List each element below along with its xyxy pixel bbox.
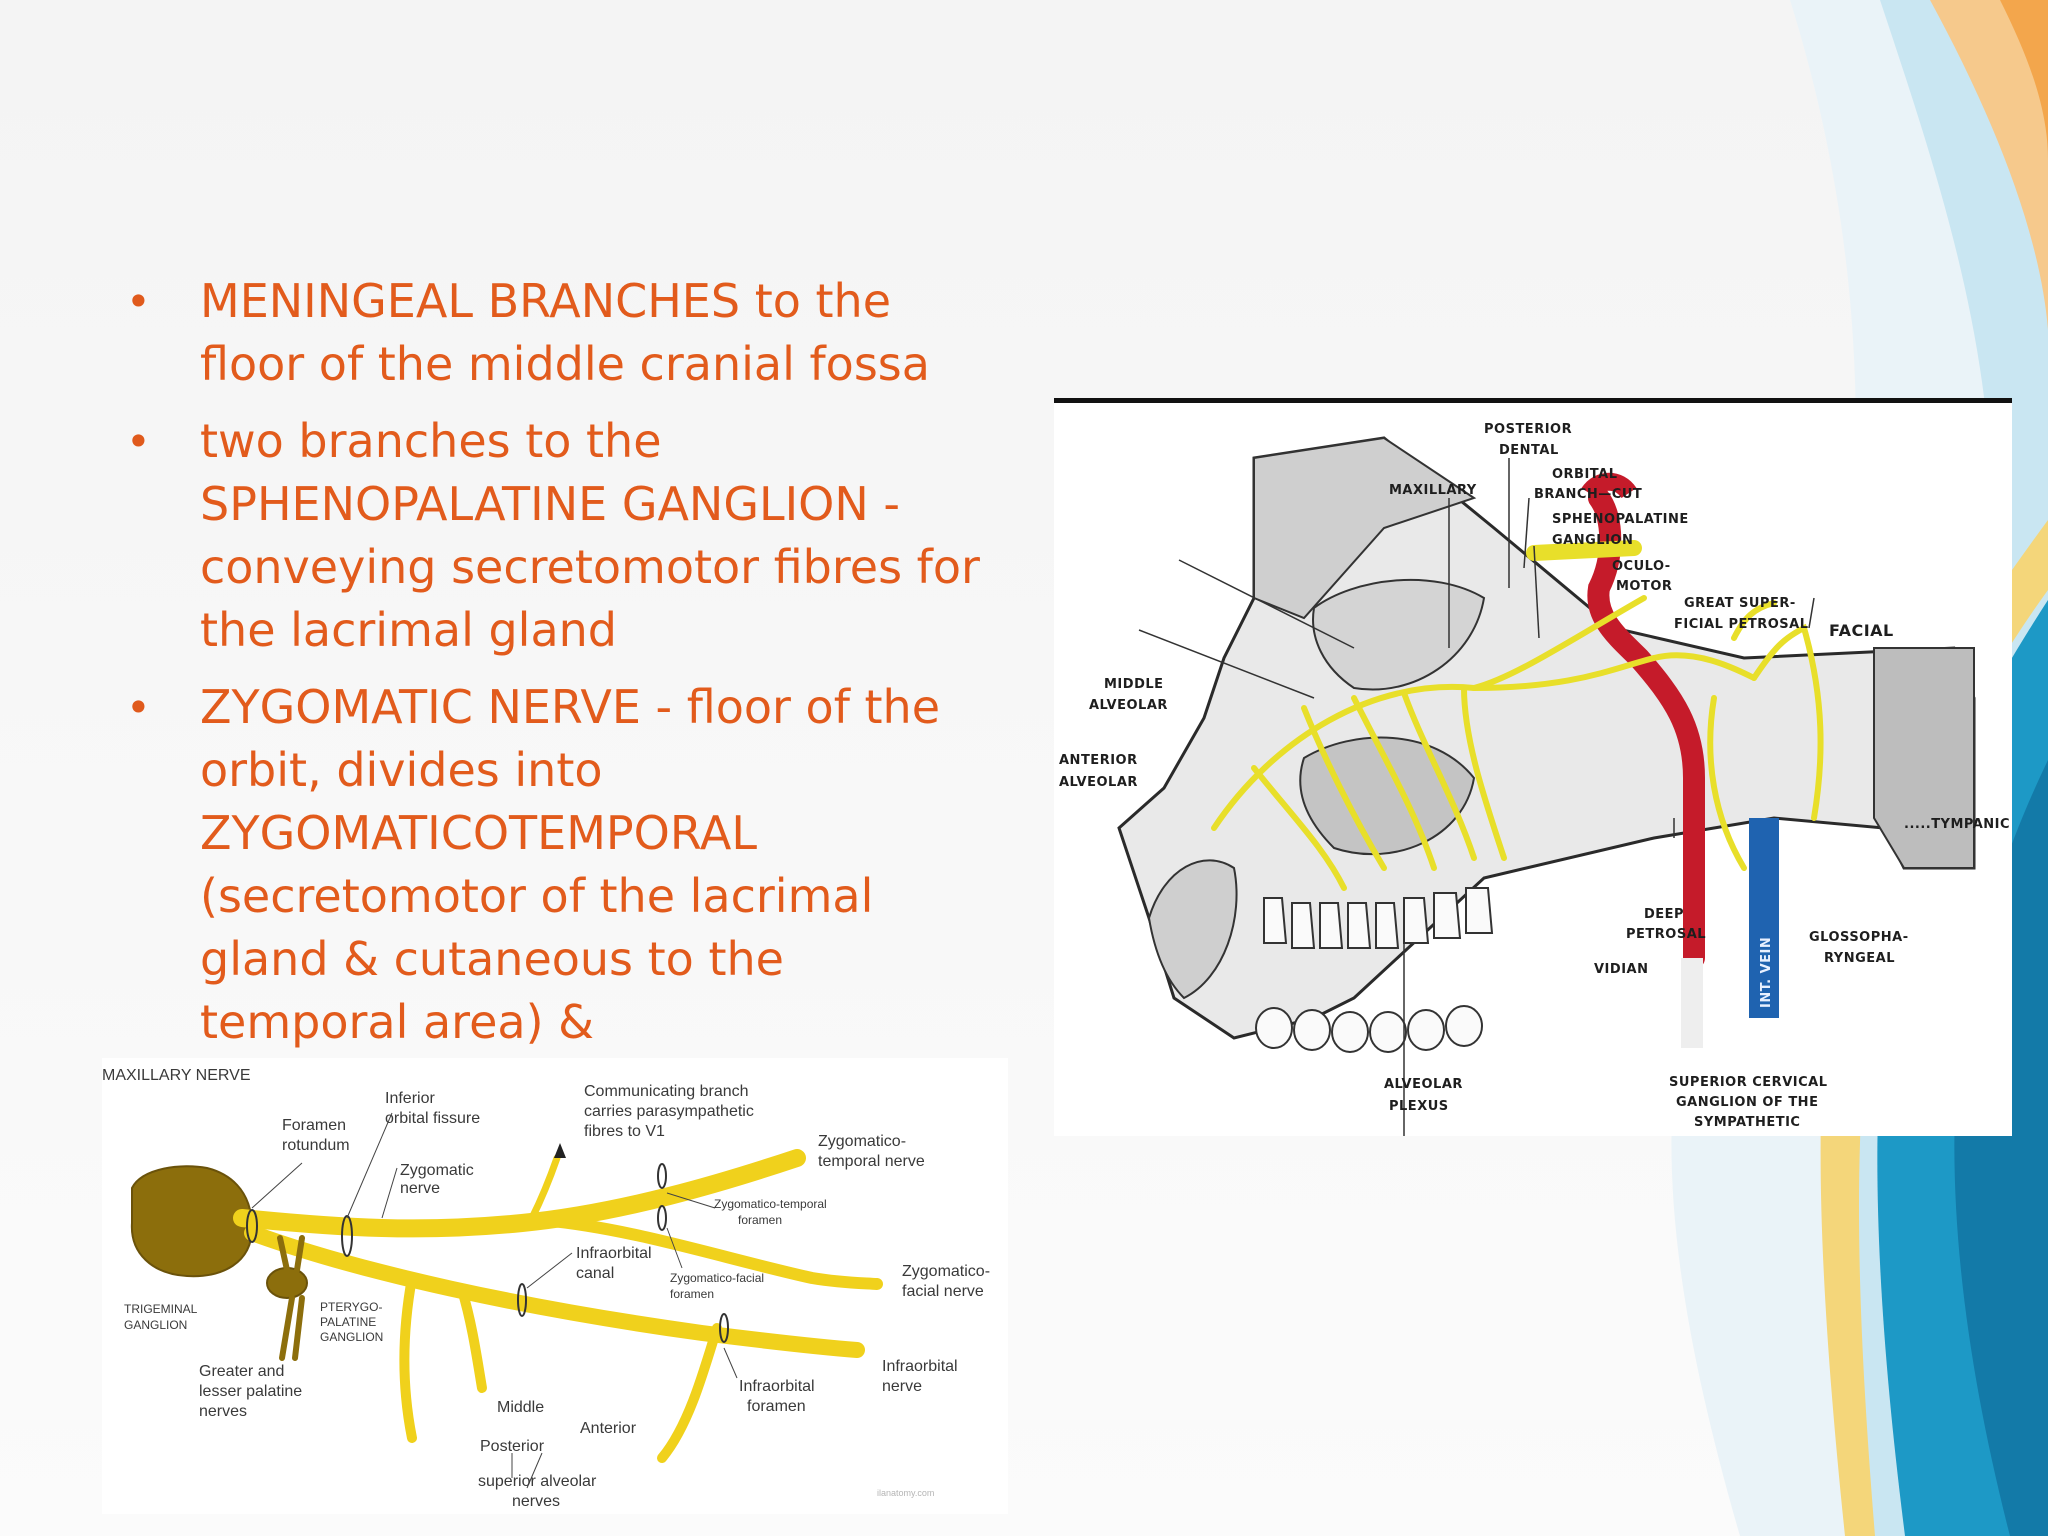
label-anterior-alveolar-2: ALVEOLAR xyxy=(1059,775,1138,790)
bullet-dot: • xyxy=(126,417,151,466)
label-tympanic: .....TYMPANIC xyxy=(1904,817,2010,832)
bullet-text: MENINGEAL BRANCHES to the floor of the m… xyxy=(200,274,930,391)
bullet-dot: • xyxy=(126,277,151,326)
label-zygomatic-nerve-1: Zygomatic xyxy=(400,1162,474,1179)
label-maxillary: MAXILLARY xyxy=(1389,483,1477,498)
teeth xyxy=(1255,887,1494,1053)
label-pterygo-1: PTERYGO- xyxy=(320,1300,382,1314)
bullet-dot: • xyxy=(126,683,151,732)
label-infraorbital-canal-1: Infraorbital xyxy=(576,1245,652,1262)
label-foramen-rotundum-2: rotundum xyxy=(282,1137,350,1154)
label-anterior-alveolar-1: ANTERIOR xyxy=(1059,753,1138,768)
label-superior-cervical-3: SYMPATHETIC xyxy=(1694,1115,1800,1130)
label-infraorbital-foramen-1: Infraorbital xyxy=(739,1378,815,1395)
bullet-item: • ZYGOMATIC NERVE - floor of the orbit, … xyxy=(118,676,998,1054)
maxillary-nerve-schematic: MAXILLARY NERVE Foramen rotundum Inferio… xyxy=(102,1058,1008,1514)
label-foramen-rotundum-1: Foramen xyxy=(282,1117,346,1134)
label-palatine-1: Greater and xyxy=(199,1363,284,1380)
label-anterior: Anterior xyxy=(580,1420,637,1437)
label-sphenopalatine-1: SPHENOPALATINE xyxy=(1552,512,1689,527)
label-deep-petrosal-2: PETROSAL xyxy=(1626,927,1706,942)
label-int-vein: INT. VEIN xyxy=(1759,937,1774,1008)
label-posterior-dental-2: DENTAL xyxy=(1499,443,1559,458)
label-vidian: VIDIAN xyxy=(1594,962,1648,977)
diagram-title: MAXILLARY NERVE xyxy=(102,1067,251,1084)
label-alveolar-plexus-2: PLEXUS xyxy=(1389,1099,1449,1114)
label-inferior-orbital-2: orbital fissure xyxy=(385,1110,480,1127)
label-superior-alveolar-1: superior alveolar xyxy=(478,1473,597,1490)
label-pterygo-2: PALATINE xyxy=(320,1315,376,1329)
skull-nerve-diagram: POSTERIOR DENTAL MAXILLARY ORBITAL BRANC… xyxy=(1054,398,2012,1138)
label-orbital-branch-2: BRANCH—CUT xyxy=(1534,487,1642,502)
label-posterior-dental-1: POSTERIOR xyxy=(1484,422,1572,437)
bullet-item: • MENINGEAL BRANCHES to the floor of the… xyxy=(118,270,998,396)
bullet-item: • two branches to the SPHENOPALATINE GAN… xyxy=(118,410,998,662)
nerve-paths xyxy=(233,1149,883,1463)
label-palatine-3: nerves xyxy=(199,1403,247,1420)
bullet-text: two branches to the SPHENOPALATINE GANGL… xyxy=(200,414,980,657)
label-superior-cervical-1: SUPERIOR CERVICAL xyxy=(1669,1075,1827,1090)
label-middle-alveolar-1: MIDDLE xyxy=(1104,677,1164,692)
label-superior-alveolar-2: nerves xyxy=(512,1493,560,1510)
label-middle-alveolar-2: ALVEOLAR xyxy=(1089,698,1168,713)
skull-outline xyxy=(1117,436,1976,1040)
label-posterior: Posterior xyxy=(480,1438,545,1455)
label-glossopharyngeal-1: GLOSSOPHA- xyxy=(1809,930,1909,945)
label-trigeminal-1: TRIGEMINAL xyxy=(124,1302,198,1316)
label-zf-foramen-2: foramen xyxy=(670,1287,714,1301)
label-zt-nerve-1: Zygomatico- xyxy=(818,1133,906,1150)
label-facial: FACIAL xyxy=(1829,621,1894,640)
skull-nerve-illustration: POSTERIOR DENTAL MAXILLARY ORBITAL BRANC… xyxy=(1054,398,2012,1138)
label-zf-foramen-1: Zygomatico-facial xyxy=(670,1271,764,1285)
label-deep-petrosal-1: DEEP xyxy=(1644,907,1684,922)
label-alveolar-plexus-1: ALVEOLAR xyxy=(1384,1077,1463,1092)
label-glossopharyngeal-2: RYNGEAL xyxy=(1824,951,1895,966)
label-middle: Middle xyxy=(497,1399,544,1416)
label-infraorbital-canal-2: canal xyxy=(576,1265,614,1282)
label-zt-nerve-2: temporal nerve xyxy=(818,1153,925,1170)
label-inferior-orbital-1: Inferior xyxy=(385,1090,435,1107)
label-zt-foramen-1: Zygomatico-temporal xyxy=(714,1197,827,1211)
label-zt-foramen-2: foramen xyxy=(738,1213,782,1227)
label-pterygo-3: GANGLION xyxy=(320,1330,383,1344)
label-infraorbital-nerve-1: Infraorbital xyxy=(882,1358,958,1375)
label-communicating-1: Communicating branch xyxy=(584,1083,749,1100)
label-superior-cervical-2: GANGLION OF THE xyxy=(1676,1095,1818,1110)
label-zf-nerve-1: Zygomatico- xyxy=(902,1263,990,1280)
label-oculomotor-1: OCULO- xyxy=(1612,559,1671,574)
bullet-text: ZYGOMATIC NERVE - floor of the orbit, di… xyxy=(200,680,940,1049)
label-zygomatic-nerve-2: nerve xyxy=(400,1180,440,1197)
maxillary-nerve-paths xyxy=(1211,595,1824,891)
label-communicating-3: fibres to V1 xyxy=(584,1123,665,1140)
label-infraorbital-foramen-2: foramen xyxy=(747,1398,806,1415)
bullet-list: • MENINGEAL BRANCHES to the floor of the… xyxy=(118,270,998,1058)
watermark: ilanatomy.com xyxy=(877,1488,934,1498)
label-great-superficial-1: GREAT SUPER- xyxy=(1684,596,1796,611)
label-infraorbital-nerve-2: nerve xyxy=(882,1378,922,1395)
label-orbital-branch-1: ORBITAL xyxy=(1552,467,1618,482)
label-trigeminal-2: GANGLION xyxy=(124,1318,187,1332)
label-sphenopalatine-2: GANGLION xyxy=(1552,533,1633,548)
label-zf-nerve-2: facial nerve xyxy=(902,1283,984,1300)
label-oculomotor-2: MOTOR xyxy=(1616,579,1672,594)
label-communicating-2: carries parasympathetic xyxy=(584,1103,754,1120)
maxillary-nerve-diagram: MAXILLARY NERVE Foramen rotundum Inferio… xyxy=(102,1058,1008,1514)
maxillary-trunk xyxy=(1526,540,1642,561)
label-great-superficial-2: FICIAL PETROSAL xyxy=(1674,617,1809,632)
label-palatine-2: lesser palatine xyxy=(199,1383,302,1400)
